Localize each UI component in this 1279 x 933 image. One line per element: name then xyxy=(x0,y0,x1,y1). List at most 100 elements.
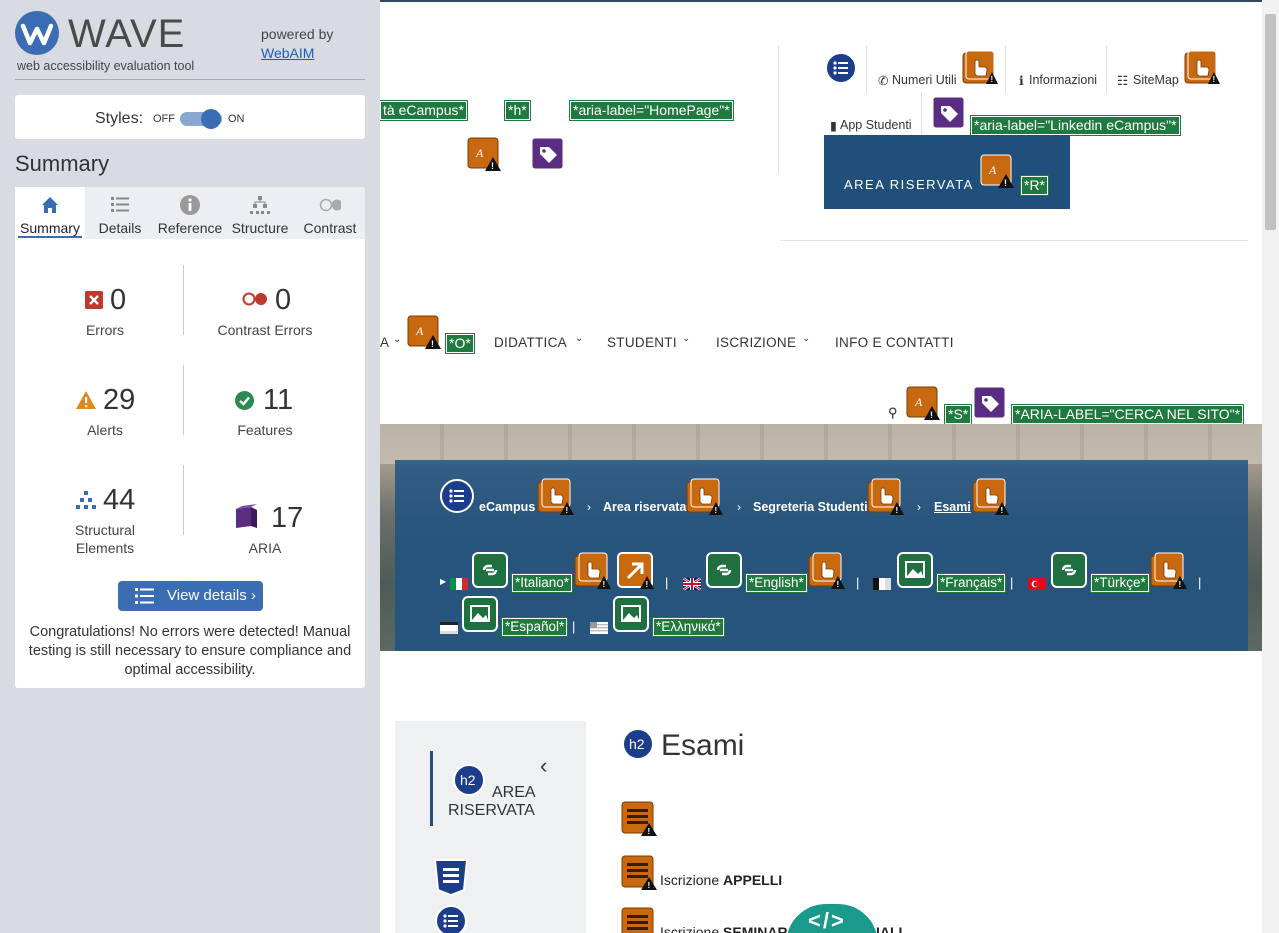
aria-tag-icon[interactable] xyxy=(531,137,564,170)
lang-link-ellinika[interactable]: *Ελληνικά* xyxy=(652,617,725,637)
styles-toggle-knob[interactable] xyxy=(201,109,221,129)
collapse-chevron-icon[interactable]: ‹ xyxy=(540,753,548,778)
linked-image-icon[interactable] xyxy=(1051,552,1087,588)
lang-link-italiano[interactable]: *Italiano* xyxy=(510,573,574,593)
view-details-button[interactable]: View details › xyxy=(118,581,263,611)
list-item-iscrizione-appelli[interactable]: Iscrizione APPELLI xyxy=(660,872,783,888)
nav-item-iscrizione[interactable]: ISCRIZIONE xyxy=(716,335,797,350)
tab-reference[interactable]: Reference xyxy=(155,187,225,239)
util-divider xyxy=(866,45,867,93)
suspicious-link-alert-icon[interactable]: ! xyxy=(867,478,904,515)
tab-summary[interactable]: Summary xyxy=(15,187,85,239)
layout-table-alert-icon[interactable] xyxy=(621,907,657,933)
styles-on-label: ON xyxy=(228,113,245,125)
svg-text:h2: h2 xyxy=(460,772,476,788)
lang-link-espanol[interactable]: *Español* xyxy=(500,617,569,637)
contrast-errors-stat[interactable]: 0 Contrast Errors xyxy=(217,284,313,338)
util-divider xyxy=(1106,45,1107,93)
separator: | xyxy=(665,575,669,590)
lang-link-francais[interactable]: *Français* xyxy=(935,573,1007,593)
image-icon[interactable] xyxy=(613,596,649,632)
divider xyxy=(15,79,365,80)
chevron-down-icon: ⌄ xyxy=(802,333,811,344)
aria-tag-icon[interactable] xyxy=(973,386,1006,419)
lang-link-english[interactable]: *English* xyxy=(745,573,808,593)
layout-table-alert-icon[interactable]: ! xyxy=(621,801,657,837)
tab-contrast[interactable]: Contrast xyxy=(295,187,365,239)
code-toggle-button[interactable]: </> xyxy=(786,904,878,933)
errors-stat[interactable]: 0 Errors xyxy=(85,284,127,338)
suspicious-link-alert-icon[interactable]: ! xyxy=(1150,552,1187,589)
layout-table-alert-icon[interactable]: ! xyxy=(621,855,657,891)
tab-structure[interactable]: Structure xyxy=(225,187,295,239)
svg-text:!: ! xyxy=(1179,580,1182,589)
wave-label-tag: *h* xyxy=(504,100,531,121)
svg-text:A: A xyxy=(914,395,923,409)
suspicious-link-alert-icon[interactable]: ! xyxy=(808,552,845,589)
aria-stat[interactable]: 17 ARIA xyxy=(185,502,345,562)
summary-panel: Summary Details Reference Structure Cont… xyxy=(15,187,365,688)
sitemap-icon: ☷ xyxy=(1117,74,1129,88)
svg-text:!: ! xyxy=(1213,75,1216,84)
structural-elements-stat[interactable]: 44 Structural Elements xyxy=(75,484,136,556)
breadcrumb-segreteria[interactable]: Segreteria Studenti xyxy=(753,500,868,514)
redirect-alert-icon[interactable]: ! xyxy=(617,552,654,589)
aria-cube-icon xyxy=(236,504,257,528)
suspicious-link-alert-icon[interactable]: ! xyxy=(962,50,998,84)
suspicious-link-alert-icon[interactable]: ! xyxy=(972,478,1009,515)
list-structure-icon xyxy=(825,52,857,84)
wave-label-tag: *O* xyxy=(445,333,475,354)
sitemap-link[interactable]: SiteMap xyxy=(1133,73,1179,87)
list-structure-icon xyxy=(435,905,467,933)
linked-image-icon[interactable] xyxy=(472,552,508,588)
nav-item-didattica[interactable]: DIDATTICA xyxy=(494,335,567,350)
svg-text:!: ! xyxy=(715,506,718,515)
tab-details[interactable]: Details xyxy=(85,187,155,239)
informazioni-link[interactable]: Informazioni xyxy=(1029,73,1098,87)
breadcrumb-area-riservata[interactable]: Area riservata xyxy=(603,500,687,514)
alert-icon[interactable]: A! xyxy=(467,137,501,171)
list-icon xyxy=(111,197,129,212)
area-riservata-button[interactable]: AREA RISERVATA A! *R* xyxy=(824,135,1070,209)
congrats-message: Congratulations! No errors were detected… xyxy=(28,624,352,678)
search-icon[interactable]: ⚲ xyxy=(888,405,898,420)
nav-item-info-contatti[interactable]: INFO E CONTATTI xyxy=(835,335,954,350)
suspicious-link-alert-icon[interactable]: ! xyxy=(537,478,574,515)
svg-text:!: ! xyxy=(1004,178,1007,188)
lang-link-turkce[interactable]: *Türkçe* xyxy=(1090,573,1150,593)
page-scrollbar[interactable] xyxy=(1262,0,1279,933)
aria-tag-icon[interactable] xyxy=(932,96,965,129)
svg-text:A: A xyxy=(475,146,484,160)
linked-image-icon[interactable] xyxy=(706,552,742,588)
suspicious-link-alert-icon[interactable]: ! xyxy=(574,552,611,589)
suspicious-link-alert-icon[interactable]: ! xyxy=(1184,50,1220,84)
alerts-stat[interactable]: 29 Alerts xyxy=(25,384,185,444)
numeri-utili-link[interactable]: Numeri Utili xyxy=(892,73,957,87)
scrollbar-thumb[interactable] xyxy=(1265,14,1276,230)
top-border xyxy=(380,0,1262,2)
sidebar-title-line2: RISERVATA xyxy=(448,802,535,819)
nav-item-partial[interactable]: A xyxy=(380,335,390,350)
image-icon[interactable] xyxy=(462,596,498,632)
svg-text:h2: h2 xyxy=(629,736,645,752)
app-studenti-link[interactable]: App Studenti xyxy=(840,118,912,132)
features-stat[interactable]: 11 Features xyxy=(185,384,345,444)
alert-icon[interactable]: A! xyxy=(407,315,441,349)
breadcrumb-ecampus[interactable]: eCampus xyxy=(479,500,536,514)
breadcrumb-esami[interactable]: Esami xyxy=(934,500,971,514)
nav-item-studenti[interactable]: STUDENTI xyxy=(607,335,677,350)
image-icon[interactable] xyxy=(897,552,933,588)
alert-icon[interactable]: A! xyxy=(980,154,1014,188)
phone-icon: ✆ xyxy=(878,74,889,88)
info-icon xyxy=(180,195,200,215)
suspicious-link-alert-icon[interactable]: ! xyxy=(686,478,723,515)
svg-text:!: ! xyxy=(603,580,606,589)
contrast-icon xyxy=(319,198,341,212)
list-item-iscrizione-seminari[interactable]: Iscrizione SEMINAR xyxy=(660,924,788,933)
uk-flag-icon xyxy=(682,577,702,591)
code-icon: </> xyxy=(808,908,846,933)
util-divider xyxy=(921,92,922,134)
wave-aria-label-tag: *aria-label="HomePage"* xyxy=(569,100,734,121)
webaim-link[interactable]: WebAIM xyxy=(261,45,315,61)
alert-icon[interactable]: A! xyxy=(906,386,940,420)
